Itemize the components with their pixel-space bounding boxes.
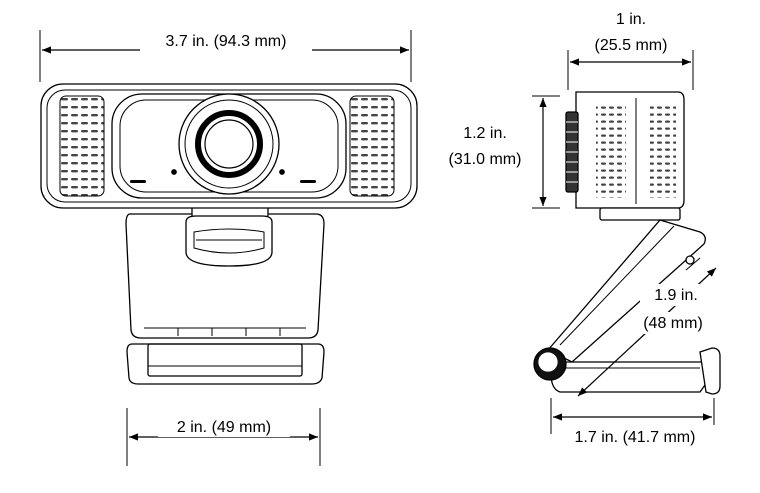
front-width-label: 3.7 in. (94.3 mm) bbox=[166, 33, 287, 50]
side-depth-label-mm: (25.5 mm) bbox=[595, 37, 668, 54]
side-height-label-in: 1.2 in. bbox=[463, 125, 507, 142]
clip-length-label-mm: (48 mm) bbox=[643, 315, 703, 332]
side-height-label-mm: (31.0 mm) bbox=[449, 151, 522, 168]
front-view bbox=[39, 30, 418, 466]
side-base-width-label: 1.7 in. (41.7 mm) bbox=[575, 429, 696, 446]
side-view bbox=[532, 50, 721, 434]
base-width-label: 2 in. (49 mm) bbox=[177, 419, 271, 436]
clip-length-label-in: 1.9 in. bbox=[654, 287, 698, 304]
side-depth-label-in: 1 in. bbox=[616, 11, 646, 28]
